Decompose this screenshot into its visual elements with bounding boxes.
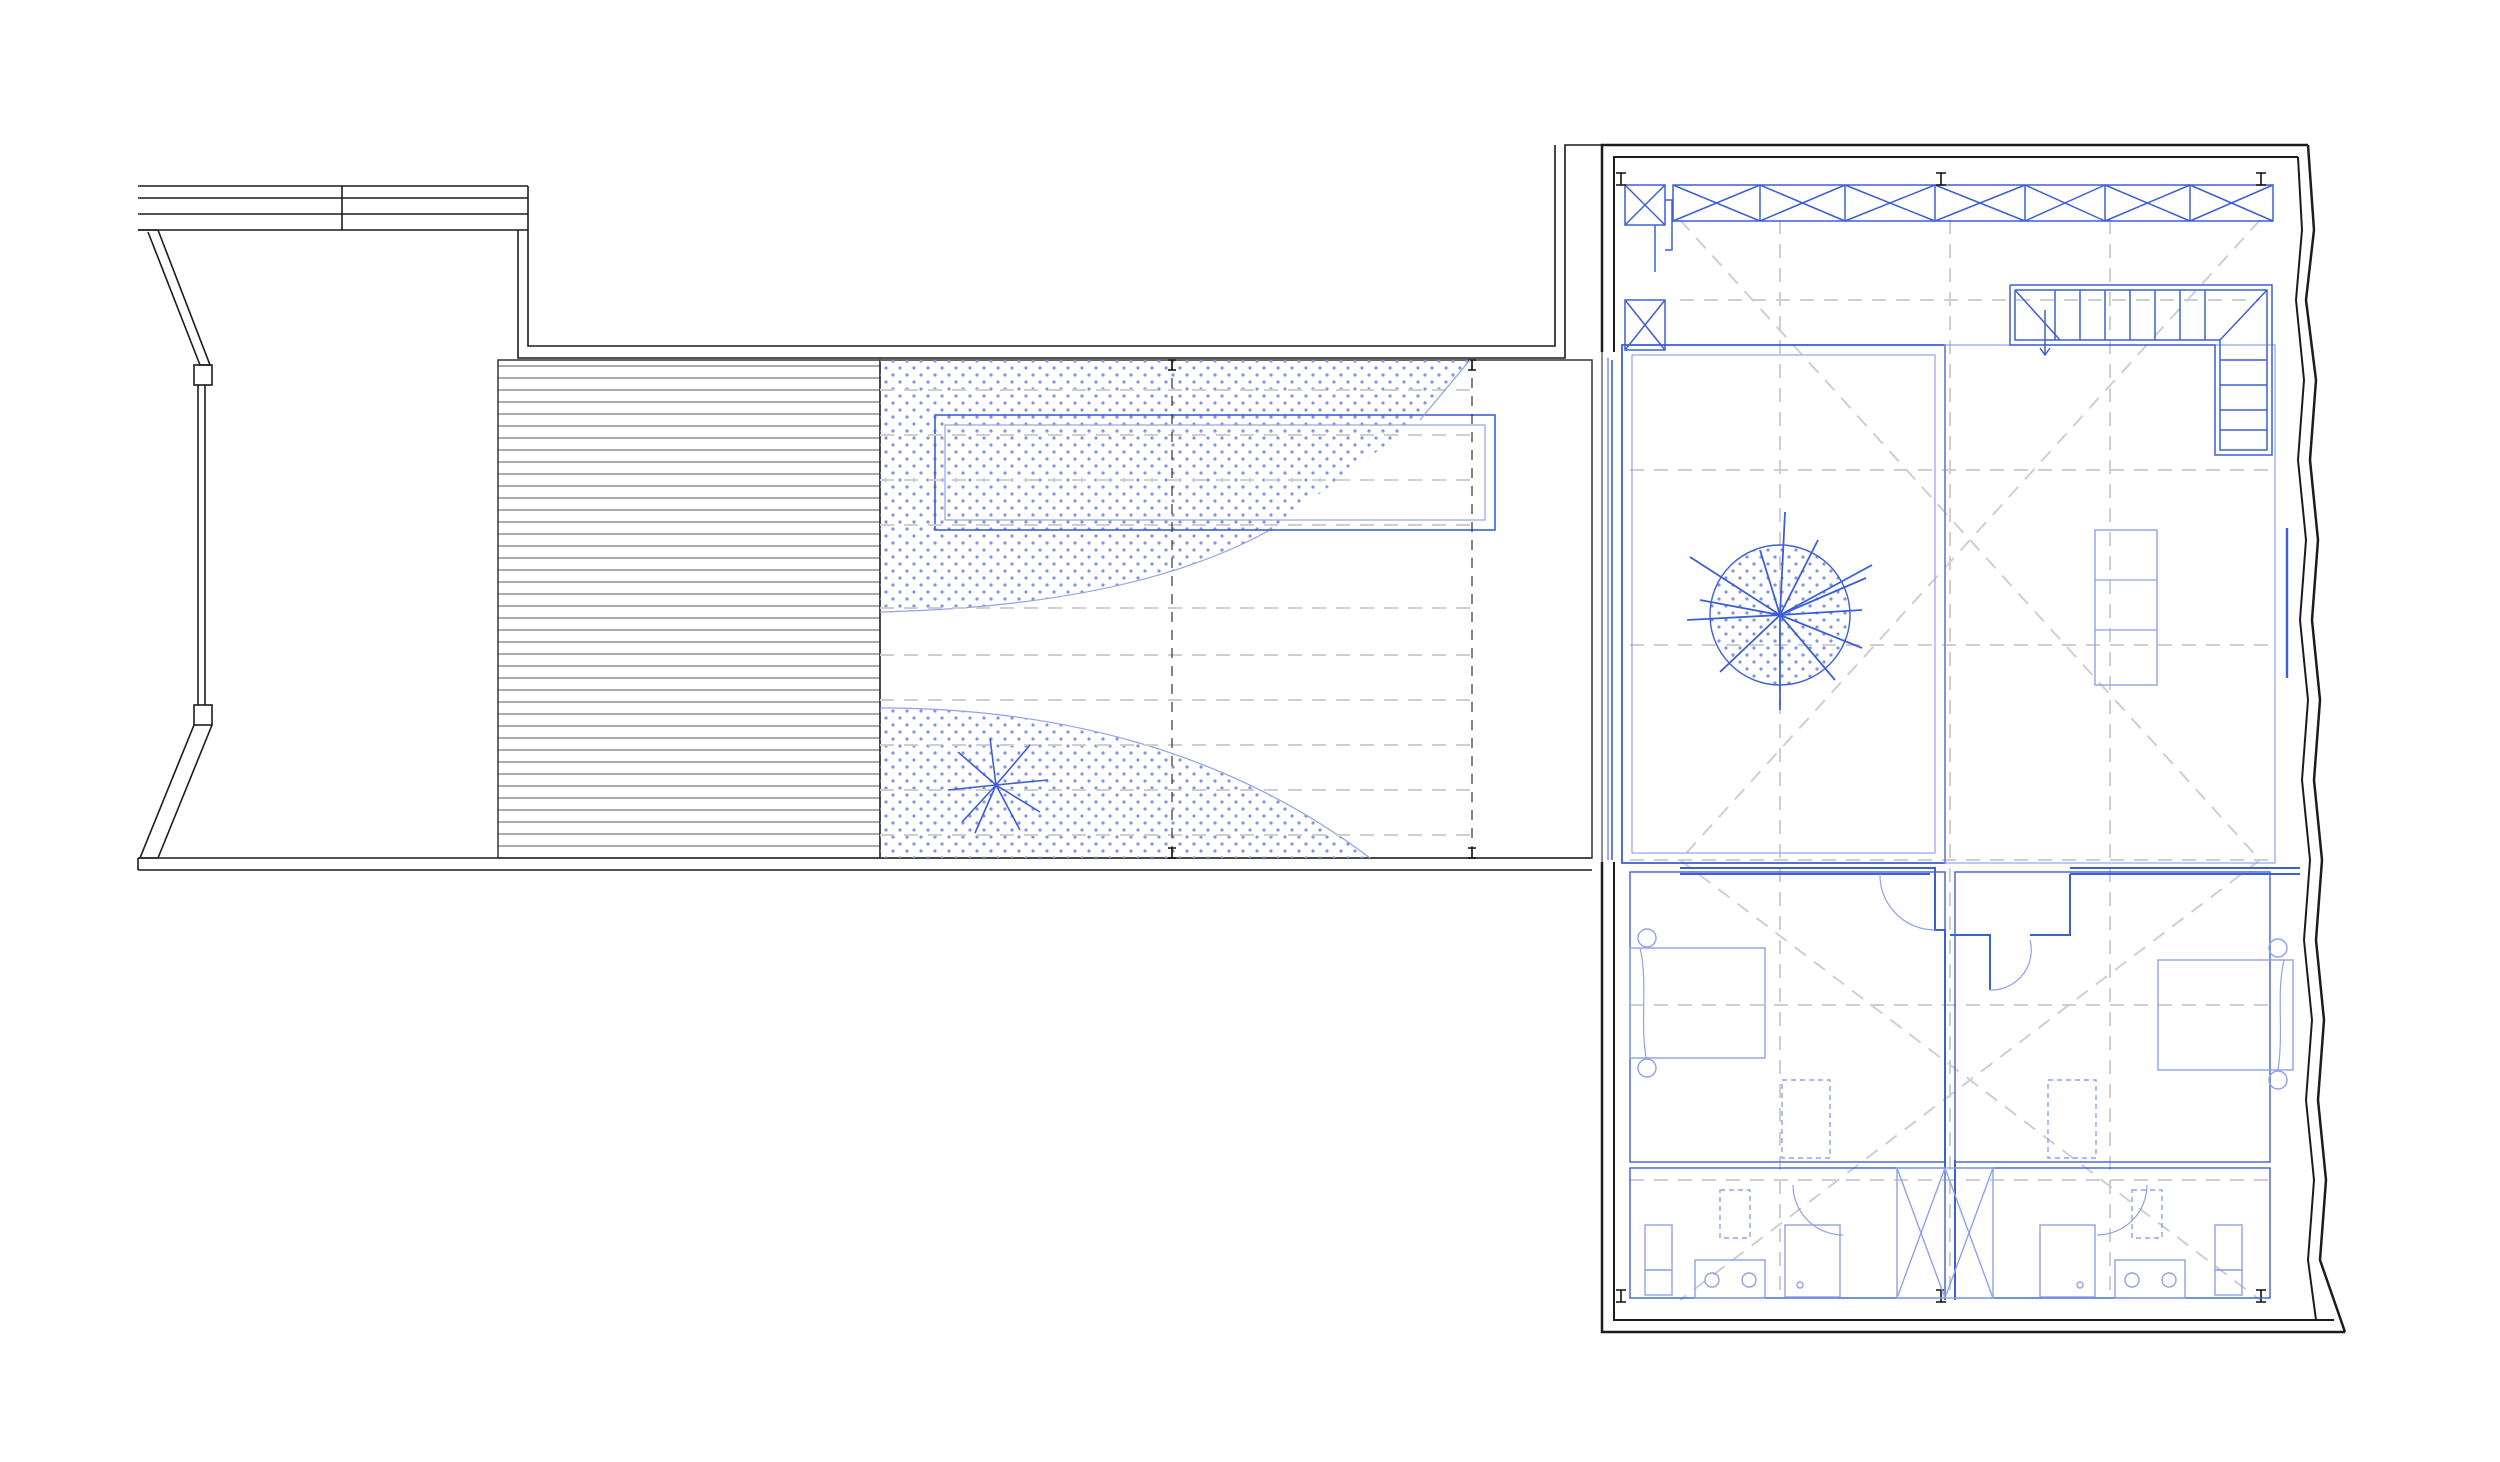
top-cabinet-row <box>1624 184 2274 351</box>
bathroom-right <box>2039 1189 2243 1299</box>
garden-patio <box>879 359 1593 859</box>
terrace-deck <box>497 359 881 859</box>
courtyard <box>1611 344 1946 864</box>
door-swings <box>1792 873 2148 1236</box>
house-exterior-walls <box>1600 143 2347 1334</box>
roof-hidden-lines <box>1630 219 2270 1301</box>
staircase <box>2009 284 2273 456</box>
column-markers <box>1616 172 2266 1303</box>
corridor <box>1896 1167 1994 1299</box>
courtyard-tree-icon <box>1686 511 1873 710</box>
bathroom-left <box>1644 1189 1841 1299</box>
interior-walls <box>1629 867 2300 1300</box>
patio-plant-icon <box>947 737 1049 834</box>
bedroom-left <box>1629 928 1831 1159</box>
bedroom-right <box>2047 938 2294 1159</box>
living-area <box>1944 344 2289 864</box>
